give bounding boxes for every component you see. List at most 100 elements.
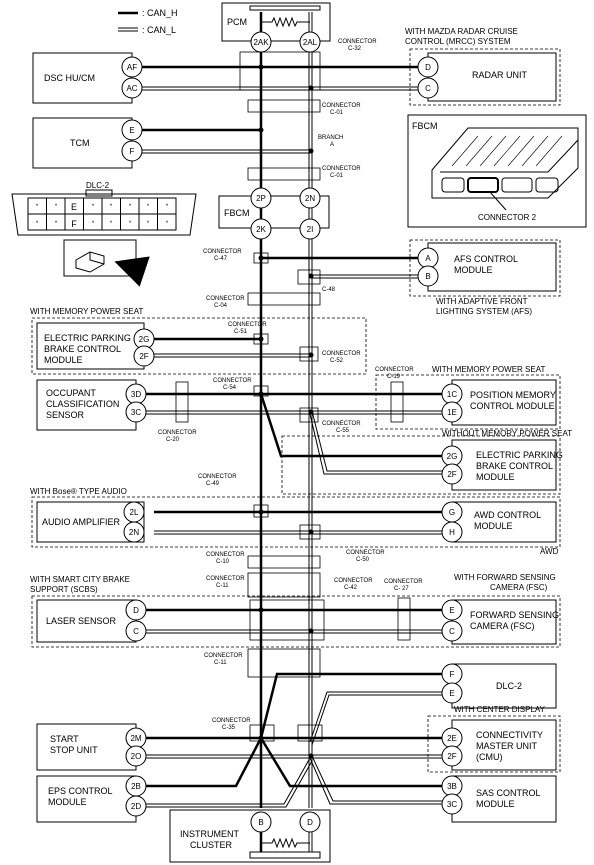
svg-text:2AK: 2AK bbox=[253, 38, 269, 47]
amp-pin-2l: 2L bbox=[130, 508, 139, 517]
svg-text:*: * bbox=[129, 221, 132, 227]
svg-text:*: * bbox=[166, 204, 169, 210]
fsc-pin-e: E bbox=[449, 606, 454, 615]
fbcm-pin-2k bbox=[250, 218, 272, 240]
connector-c42 bbox=[249, 599, 325, 641]
fbcm-label: FBCM bbox=[224, 208, 250, 218]
svg-text:*: * bbox=[92, 221, 95, 227]
cmu-pin-2e: 2E bbox=[447, 734, 457, 743]
connector-c01-b bbox=[247, 167, 321, 181]
svg-text:*: * bbox=[147, 204, 150, 210]
fbcm-pin-2n bbox=[299, 187, 321, 209]
svg-text:FBCM: FBCM bbox=[412, 121, 438, 131]
can-l-wires bbox=[142, 86, 442, 808]
dsc-label: DSC HU/CM bbox=[44, 73, 95, 83]
radar-label: RADAR UNIT bbox=[472, 70, 528, 80]
fbcm-photo: FBCM CONNECTOR 2 bbox=[407, 114, 587, 228]
svg-text:*: * bbox=[166, 221, 169, 227]
tcm-label: TCM bbox=[70, 138, 90, 148]
connector-c10 bbox=[247, 555, 321, 569]
ocs-pin-3c: 3C bbox=[131, 408, 141, 417]
connector-c55 bbox=[299, 407, 319, 423]
svg-text:*: * bbox=[92, 204, 95, 210]
svg-text:*: * bbox=[129, 204, 132, 210]
svg-text:C-48: C-48 bbox=[322, 287, 336, 293]
connector-c04 bbox=[247, 292, 321, 306]
connector-c50 bbox=[299, 524, 321, 540]
svg-text:*: * bbox=[110, 221, 113, 227]
cmu-pin-2f: 2F bbox=[447, 752, 456, 761]
connector-c11-b bbox=[247, 648, 321, 678]
fbcm-pin-2i bbox=[299, 218, 321, 240]
can-h-wires bbox=[142, 65, 442, 788]
eps-pin-2b: 2B bbox=[131, 782, 141, 791]
radar-pin-c: C bbox=[425, 84, 431, 93]
svg-text:WITHOUT MEMORY POWER SEAT: WITHOUT MEMORY POWER SEAT bbox=[442, 429, 572, 438]
connector-c19 bbox=[390, 381, 404, 423]
group-afs bbox=[409, 239, 561, 297]
sas-pin-3c: 3C bbox=[447, 800, 457, 809]
dlc2-inset: DLC-2 ** ** ** * ** ** ** * E F bbox=[11, 181, 197, 287]
svg-text:CONNECTOR 2: CONNECTOR 2 bbox=[478, 213, 537, 222]
group-center-display bbox=[427, 715, 561, 773]
epb-left-pin-2g: 2G bbox=[139, 335, 150, 344]
svg-text:*: * bbox=[55, 221, 58, 227]
sas-pin-3b: 3B bbox=[447, 782, 457, 791]
svg-text:WITH CENTER DISPLAY: WITH CENTER DISPLAY bbox=[454, 705, 546, 714]
svg-text:2K: 2K bbox=[256, 225, 266, 234]
svg-text:2AL: 2AL bbox=[303, 38, 318, 47]
terminating-resistor-bottom bbox=[261, 837, 310, 849]
svg-text:F: F bbox=[71, 219, 77, 229]
pmcm-pin-1e: 1E bbox=[447, 408, 457, 417]
awd-pin-g: G bbox=[449, 508, 455, 517]
ssu-pin-2o: 2O bbox=[131, 752, 142, 761]
group-bose-awd bbox=[31, 496, 561, 548]
cluster-pin-b bbox=[250, 811, 272, 833]
svg-text:*: * bbox=[55, 204, 58, 210]
svg-text:WITH MEMORY POWER SEAT: WITH MEMORY POWER SEAT bbox=[30, 307, 143, 316]
instrument-cluster-box bbox=[169, 809, 331, 863]
terminating-resistor-top bbox=[261, 16, 310, 28]
connector-c11-a bbox=[247, 572, 321, 598]
svg-text:D: D bbox=[307, 818, 313, 827]
pmcm-pin-1c: 1C bbox=[447, 390, 457, 399]
group-scbs-fsc bbox=[31, 595, 561, 648]
svg-text:*: * bbox=[110, 204, 113, 210]
connector-c01-a bbox=[247, 99, 321, 113]
audio-amp-box bbox=[36, 501, 145, 543]
ocs-pin-3d: 3D bbox=[131, 390, 141, 399]
group-without-memory-seat bbox=[281, 435, 561, 495]
dlc2-pin-e: E bbox=[449, 689, 454, 698]
tcm-pin-f: F bbox=[130, 147, 135, 156]
svg-text:*: * bbox=[36, 204, 39, 210]
laser-pin-c: C bbox=[133, 627, 139, 636]
svg-text:AWD: AWD bbox=[540, 547, 559, 556]
dlc2-pin-f: F bbox=[450, 670, 455, 679]
group-mrcc bbox=[409, 48, 561, 106]
can-h-legend-label: : CAN_H bbox=[142, 8, 178, 18]
connector-c20 bbox=[175, 381, 189, 423]
